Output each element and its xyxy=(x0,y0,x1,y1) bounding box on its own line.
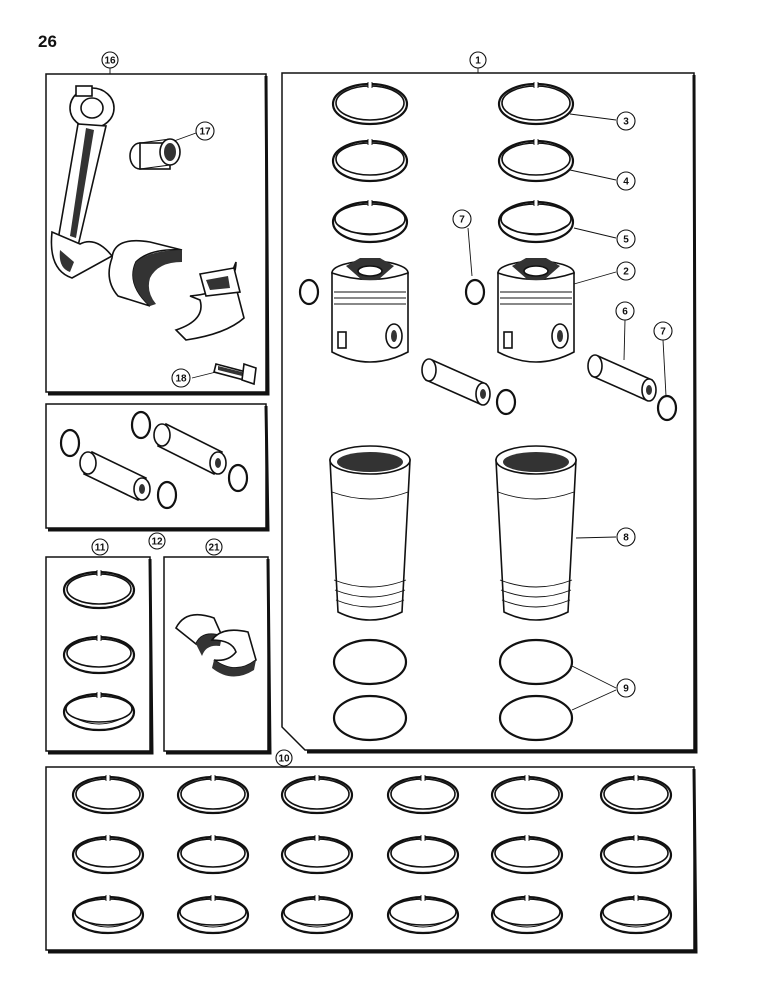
rod-cap-icon xyxy=(174,261,245,341)
bearing-shell-upper-icon xyxy=(108,239,183,307)
callout-1: 1 xyxy=(469,51,487,69)
callout-6: 6 xyxy=(615,301,635,321)
piston-pin-icon xyxy=(421,358,491,406)
piston-ring-icon xyxy=(280,774,354,815)
frame-piston-pin-kit xyxy=(45,403,270,532)
cylinder-sleeve-icon xyxy=(329,445,411,621)
callout-8: 8 xyxy=(616,527,636,547)
piston-ring-icon xyxy=(280,834,354,875)
svg-text:17: 17 xyxy=(199,127,211,138)
frame-ring-set xyxy=(45,556,154,755)
piston-ring-icon xyxy=(599,894,673,935)
callout-7-left: 7 xyxy=(452,209,472,229)
svg-text:12: 12 xyxy=(151,537,163,548)
piston-ring-icon xyxy=(71,774,145,815)
piston-ring-icon xyxy=(497,81,575,126)
svg-text:7: 7 xyxy=(459,215,465,226)
piston-ring-icon xyxy=(331,81,575,244)
piston-icon xyxy=(331,258,409,363)
piston-ring-icon xyxy=(71,834,145,875)
piston-ring-icon xyxy=(62,569,136,610)
piston-ring-icon xyxy=(280,894,354,935)
ring-set-rings xyxy=(62,569,136,732)
piston-ring-icon xyxy=(497,138,575,183)
piston-ring-icon xyxy=(331,81,409,126)
callout-7-right: 7 xyxy=(653,321,673,341)
svg-text:4: 4 xyxy=(623,177,629,188)
callout-12: 12 xyxy=(148,532,166,550)
frame-main-bearing-set xyxy=(163,556,272,755)
piston-pin-icon xyxy=(587,354,657,402)
piston-icon xyxy=(497,258,575,363)
piston-ring-icon xyxy=(386,774,460,815)
bushing-icon xyxy=(129,138,181,170)
svg-text:8: 8 xyxy=(623,533,629,544)
piston-ring-icon xyxy=(62,634,136,675)
frame-connecting-rod-kit xyxy=(45,73,270,396)
svg-text:7: 7 xyxy=(660,327,666,338)
piston-ring-icon xyxy=(386,894,460,935)
piston-ring-icon xyxy=(176,774,250,815)
svg-text:16: 16 xyxy=(104,56,116,67)
svg-text:6: 6 xyxy=(622,307,628,318)
ring-assortment-rings xyxy=(71,774,673,935)
page-number: 26 xyxy=(38,32,57,51)
callout-9: 9 xyxy=(616,678,636,698)
piston-ring-icon xyxy=(176,894,250,935)
svg-text:18: 18 xyxy=(175,374,187,385)
piston-ring-icon xyxy=(386,834,460,875)
piston-ring-icon xyxy=(490,894,564,935)
snap-ring-icon xyxy=(59,410,249,510)
frame-ring-assortment xyxy=(45,766,698,954)
svg-text:5: 5 xyxy=(623,235,629,246)
piston-ring-icon xyxy=(599,834,673,875)
piston-ring-icon xyxy=(62,691,136,732)
callout-4: 4 xyxy=(616,171,636,191)
leader-lines xyxy=(109,66,667,767)
svg-text:10: 10 xyxy=(278,754,290,765)
callout-17: 17 xyxy=(195,121,215,141)
callout-10: 10 xyxy=(275,749,293,767)
bolt-icon xyxy=(213,362,257,386)
piston-ring-icon xyxy=(599,774,673,815)
callouts: 16 1 17 3 4 5 7 2 xyxy=(91,51,673,767)
piston-ring-icon xyxy=(497,199,575,244)
piston-ring-icon xyxy=(176,834,250,875)
piston-ring-icon xyxy=(71,894,145,935)
callout-2: 2 xyxy=(616,261,636,281)
callout-3: 3 xyxy=(616,111,636,131)
frame-cylinder-kit xyxy=(281,72,698,754)
callout-11: 11 xyxy=(91,538,109,556)
svg-text:1: 1 xyxy=(475,56,481,67)
bearing-shell-icon xyxy=(174,613,257,677)
piston-ring-icon xyxy=(490,774,564,815)
cylinder-sleeve-icon xyxy=(495,445,577,621)
svg-text:11: 11 xyxy=(95,543,106,554)
piston-ring-icon xyxy=(331,199,409,244)
callout-16: 16 xyxy=(101,51,119,69)
svg-text:3: 3 xyxy=(623,117,629,128)
piston-ring-icon xyxy=(490,834,564,875)
svg-text:21: 21 xyxy=(208,543,220,554)
snap-ring-icon xyxy=(298,278,678,422)
callout-5: 5 xyxy=(616,229,636,249)
connecting-rod-icon xyxy=(50,85,115,279)
piston-pin-icon xyxy=(79,450,151,502)
callout-21: 21 xyxy=(205,538,223,556)
svg-text:2: 2 xyxy=(623,267,629,278)
piston-ring-icon xyxy=(331,138,409,183)
piston-pin-icon xyxy=(153,422,227,476)
callout-18: 18 xyxy=(171,368,191,388)
svg-text:9: 9 xyxy=(623,684,629,695)
o-ring-icon xyxy=(332,638,574,742)
